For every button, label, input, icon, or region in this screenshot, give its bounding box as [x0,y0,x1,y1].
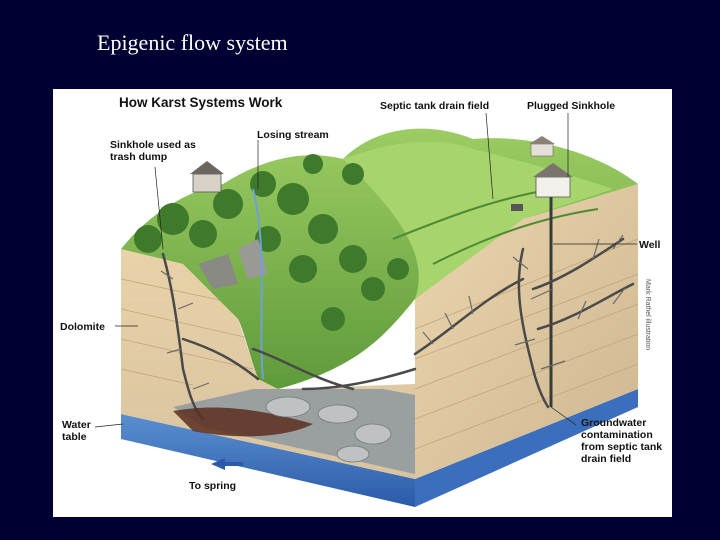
right-rock-face [415,184,638,479]
to-spring-arrow [211,458,243,470]
contaminated-pool [173,407,313,437]
label-well: Well [639,239,661,251]
septic-tank [511,204,523,211]
karst-block-illustration [94,112,639,507]
label-plugged-sinkhole: Plugged Sinkhole [527,100,616,112]
karst-fractures [160,234,626,390]
karst-diagram: How Karst Systems Work Sinkhole used as … [53,89,672,517]
label-water-table: Water table [62,419,91,443]
cave-boulders [265,396,392,463]
label-sinkhole-trash-dump: Sinkhole used as trash dump [110,139,196,163]
figure-title: How Karst Systems Work [119,95,283,110]
house-far [529,136,555,157]
illustration-credit: Mark Rathel illustration [644,279,651,351]
surface-terrain [121,128,638,389]
label-septic-tank-drain-field: Septic tank drain field [380,100,490,112]
water-table-layer [121,389,638,507]
house-left [190,161,224,193]
house-right [533,163,573,198]
label-to-spring: To spring [189,480,237,492]
label-dolomite: Dolomite [60,321,105,333]
label-losing-stream: Losing stream [257,129,329,141]
leader-lines [94,112,637,428]
karst-conduits [161,237,635,421]
slide-title: Epigenic flow system [97,30,288,55]
label-groundwater-contamination: Groundwater contamination from septic ta… [581,417,663,465]
